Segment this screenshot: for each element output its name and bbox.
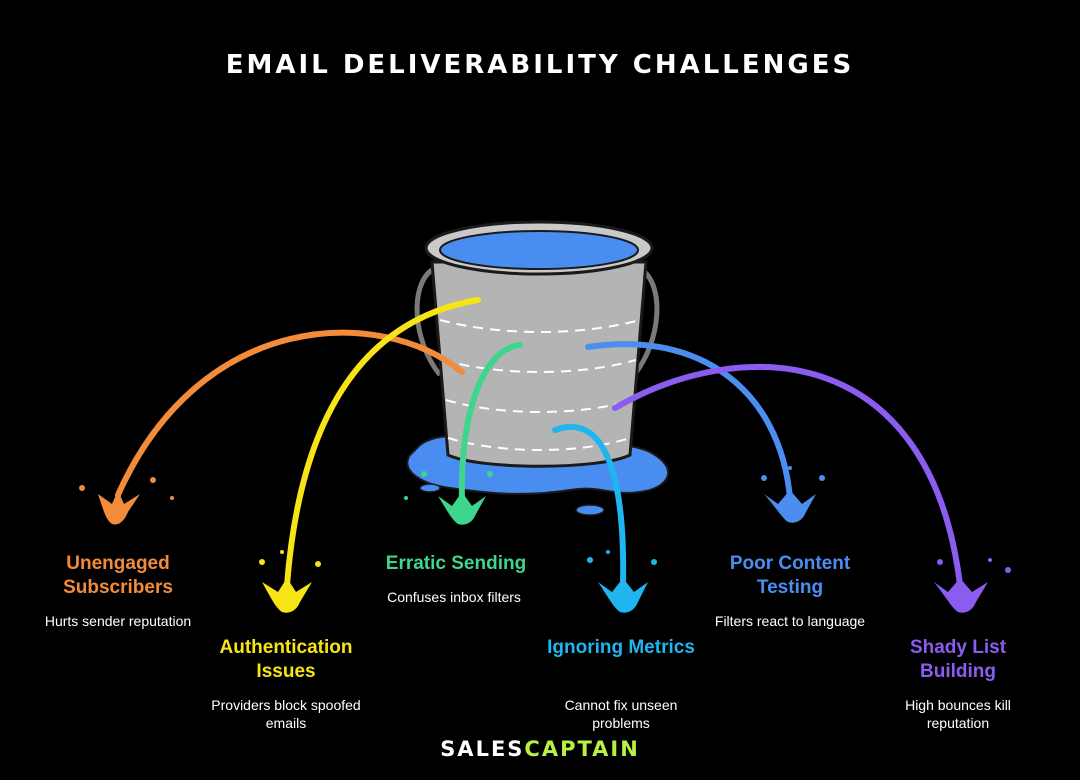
challenge-desc-content: Filters react to language [714, 613, 866, 629]
splash-icon [761, 466, 825, 523]
challenge-desc-unengaged: Hurts sender reputation [44, 613, 192, 629]
challenge-desc-authentication: Providers block spoofed emails [211, 697, 361, 731]
challenge-desc-erratic: Confuses inbox filters [387, 589, 521, 605]
splash-icon [587, 550, 657, 613]
splash-icon [259, 550, 321, 613]
stream-unengaged [115, 329, 465, 498]
page-title: EMAIL DELIVERABILITY CHALLENGES [225, 50, 855, 80]
challenge-label-erratic: Erratic Sending [385, 553, 527, 574]
challenge-desc-shady: High bounces kill reputation [905, 697, 1011, 731]
bucket-handle [414, 267, 442, 377]
stream-shady [612, 364, 963, 588]
water-drop [419, 483, 441, 493]
challenge-label-metrics: Ignoring Metrics [547, 637, 695, 658]
water-drop [575, 504, 605, 516]
splash-icon [404, 471, 493, 525]
stream-authentication [284, 297, 481, 588]
bucket-icon [424, 220, 654, 468]
challenge-label-content: Poor Content Testing [729, 553, 851, 598]
challenge-label-shady: Shady List Building [909, 637, 1007, 682]
splash-icon [934, 558, 1011, 613]
stream-erratic [458, 342, 523, 503]
bucket-handle [632, 267, 660, 377]
splash-icon [79, 477, 174, 525]
brand-part-captain: CAPTAIN [524, 737, 640, 761]
challenge-label-unengaged: Unengaged Subscribers [63, 553, 173, 598]
stream-content [585, 341, 793, 501]
challenge-desc-metrics: Cannot fix unseen problems [564, 697, 678, 731]
stream-metrics [552, 424, 627, 588]
challenge-label-authentication: Authentication Issues [219, 637, 353, 682]
brand-logo: SALESCAPTAIN [0, 737, 1080, 761]
brand-part-sales: SALES [440, 737, 525, 761]
